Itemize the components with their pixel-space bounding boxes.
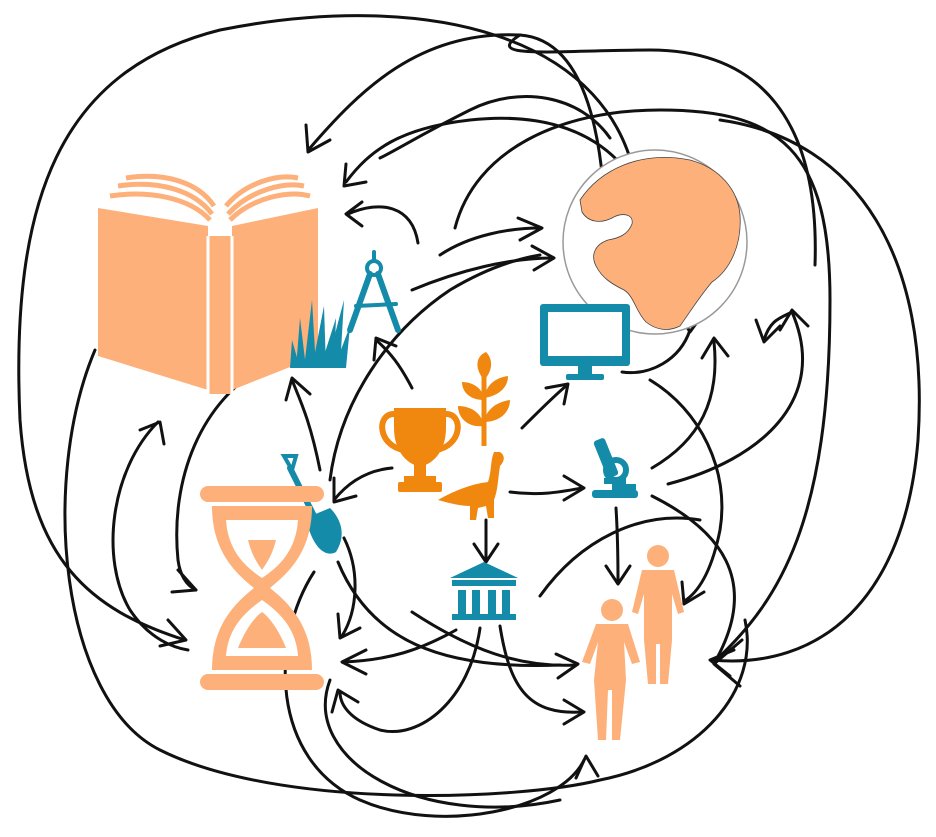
connector-arrow	[520, 384, 568, 430]
connector-arrow	[562, 698, 586, 726]
connector-arrow	[498, 624, 584, 714]
connector-arrow	[332, 476, 358, 504]
hourglass-icon	[200, 486, 324, 690]
connector-arrow	[762, 310, 794, 342]
plant-icon	[458, 352, 510, 446]
connector-arrow	[290, 378, 322, 472]
connector-arrow	[340, 648, 368, 676]
connector-arrow	[338, 626, 482, 733]
connector-arrow	[666, 310, 804, 486]
microscope-icon	[592, 438, 638, 498]
connector-arrow	[283, 570, 586, 818]
connector-arrow	[650, 340, 717, 470]
connector-arrow	[614, 506, 620, 584]
connector-arrow	[336, 612, 362, 640]
connector-arrow	[508, 486, 584, 496]
connector-arrow	[650, 494, 736, 662]
museum-icon	[450, 562, 518, 620]
connector-arrow	[344, 200, 364, 228]
connector-arrow	[342, 162, 368, 188]
connector-arrow	[472, 542, 500, 564]
connector-arrow	[648, 378, 724, 602]
connector-arrow	[336, 560, 562, 668]
connector-arrow	[574, 754, 600, 780]
connector-arrow	[554, 652, 580, 680]
people-icon	[582, 545, 684, 740]
connector-arrow	[604, 564, 632, 586]
trophy-icon	[379, 408, 461, 492]
connector-arrow	[340, 536, 357, 638]
connector-arrow	[562, 474, 586, 502]
open-book-icon	[98, 173, 318, 394]
connector-arrow	[308, 33, 608, 292]
connector-arrow	[538, 516, 702, 598]
connector-arrow	[304, 123, 332, 154]
connector-arrows	[17, 14, 921, 818]
connector-arrow	[378, 95, 612, 160]
connector-arrow	[453, 108, 832, 662]
connector-arrow	[342, 628, 458, 664]
connector-arrow	[17, 14, 640, 642]
connector-arrow	[680, 580, 706, 606]
connector-arrow	[330, 688, 360, 714]
connector-arrow	[530, 244, 556, 272]
connector-arrow	[284, 376, 312, 402]
connector-arrow	[346, 205, 420, 245]
connector-arrow	[708, 648, 736, 678]
globe-icon	[562, 149, 748, 335]
connector-arrow	[438, 226, 542, 257]
connector-arrow	[516, 216, 544, 242]
connector-arrow	[63, 348, 749, 797]
connector-arrow	[328, 253, 542, 482]
connector-arrow	[374, 338, 414, 390]
connector-arrow	[138, 420, 166, 446]
connector-arrow	[544, 382, 570, 406]
connector-arrow	[754, 318, 782, 344]
connector-arrow	[170, 568, 198, 594]
grass-icon	[290, 300, 350, 368]
connector-arrow	[323, 678, 562, 809]
connector-arrow	[410, 256, 554, 292]
connector-arrow	[778, 308, 810, 332]
connector-arrow	[332, 466, 394, 502]
connector-arrow	[700, 336, 730, 360]
drafting-compass-icon	[347, 250, 401, 333]
connector-arrow	[175, 362, 270, 592]
monitor-icon	[540, 304, 630, 380]
connector-arrow	[111, 420, 190, 652]
connector-arrow	[508, 33, 817, 267]
connector-arrow	[620, 328, 692, 375]
dinosaur-icon	[438, 452, 504, 520]
connector-arrow	[710, 118, 921, 663]
